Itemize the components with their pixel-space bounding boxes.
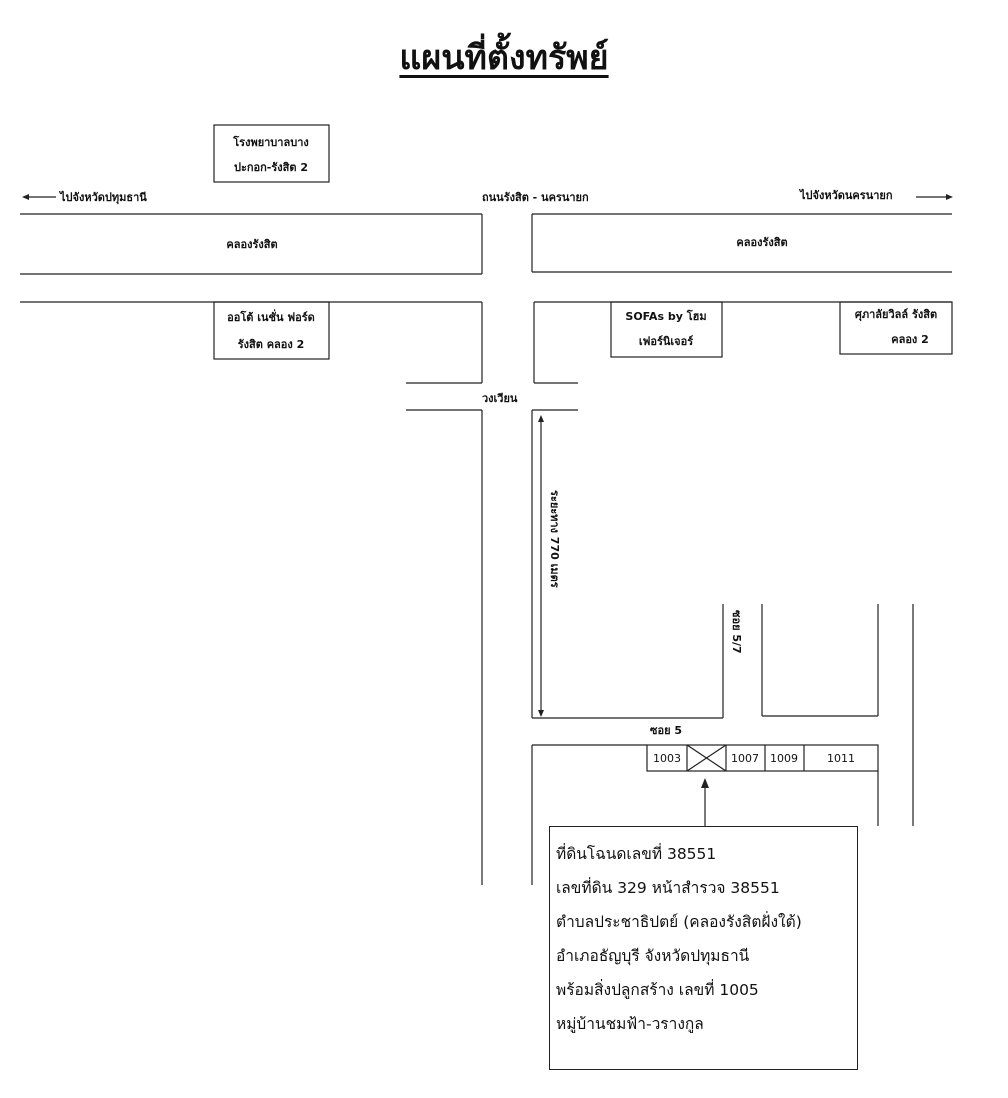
plot-1003: 1003 <box>653 752 681 765</box>
info-line-district: อำเภอธัญบุรี จังหวัดปทุมธานี <box>556 947 750 965</box>
distance-label: ระยะทาง 770 เมตร <box>548 490 561 588</box>
auto-nation-label-2: รังสิต คลอง 2 <box>238 338 305 351</box>
map-title: แผนที่ตั้งทรัพย์ <box>399 38 609 78</box>
soi-5-label: ซอย 5 <box>650 724 682 737</box>
pointer-arrow-icon <box>701 778 709 788</box>
soi-5-7-label: ซอย 5/7 <box>730 610 743 654</box>
info-line-village: หมู่บ้านชมฟ้า-วรางกูล <box>556 1015 704 1033</box>
supalai-label-1: ศุภาลัยวิลล์ รังสิต <box>855 308 937 322</box>
canal-label-left: คลองรังสิต <box>226 238 277 251</box>
hospital-box <box>213 124 330 183</box>
canal-label-right: คลองรังสิต <box>736 236 787 249</box>
roundabout-label: วงเวียน <box>482 392 518 405</box>
plot-row <box>646 744 879 772</box>
info-line-deed: ที่ดินโฉนดเลขที่ 38551 <box>556 845 717 863</box>
info-line-subdistrict: ตำบลประชาธิปตย์ (คลองรังสิตฝั่งใต้) <box>556 913 802 931</box>
to-nakhon-nayok-label: ไปจังหวัดนครนายก <box>798 188 893 202</box>
plot-1009: 1009 <box>770 752 798 765</box>
arrow-right-icon <box>946 194 953 200</box>
info-line-land-number: เลขที่ดิน 329 หน้าสำรวจ 38551 <box>556 879 780 897</box>
plot-1007: 1007 <box>731 752 759 765</box>
supalai-box <box>839 301 953 355</box>
property-info-box: ที่ดินโฉนดเลขที่ 38551 เลขที่ดิน 329 หน้… <box>549 826 858 1070</box>
to-pathum-thani-label: ไปจังหวัดปทุมธานี <box>58 190 147 205</box>
sofas-label-2: เฟอร์นิเจอร์ <box>639 335 693 348</box>
sofas-box <box>610 301 723 358</box>
arrow-left-icon <box>22 194 29 200</box>
hospital-label-1: โรงพยาบาลบาง <box>232 135 309 149</box>
plot-1011: 1011 <box>827 752 855 765</box>
auto-nation-box <box>213 301 330 360</box>
distance-arrow-down-icon <box>538 710 544 717</box>
distance-arrow-up-icon <box>538 415 544 422</box>
info-line-building: พร้อมสิ่งปลูกสร้าง เลขที่ 1005 <box>556 981 759 999</box>
auto-nation-label-1: ออโต้ เนชั่น ฟอร์ด <box>227 309 315 324</box>
hospital-label-2: ปะกอก-รังสิต 2 <box>234 161 308 174</box>
sofas-label-1: SOFAs by โฮม <box>625 309 706 323</box>
main-road-label: ถนนรังสิต - นครนายก <box>482 191 589 204</box>
supalai-label-2: คลอง 2 <box>891 333 929 346</box>
